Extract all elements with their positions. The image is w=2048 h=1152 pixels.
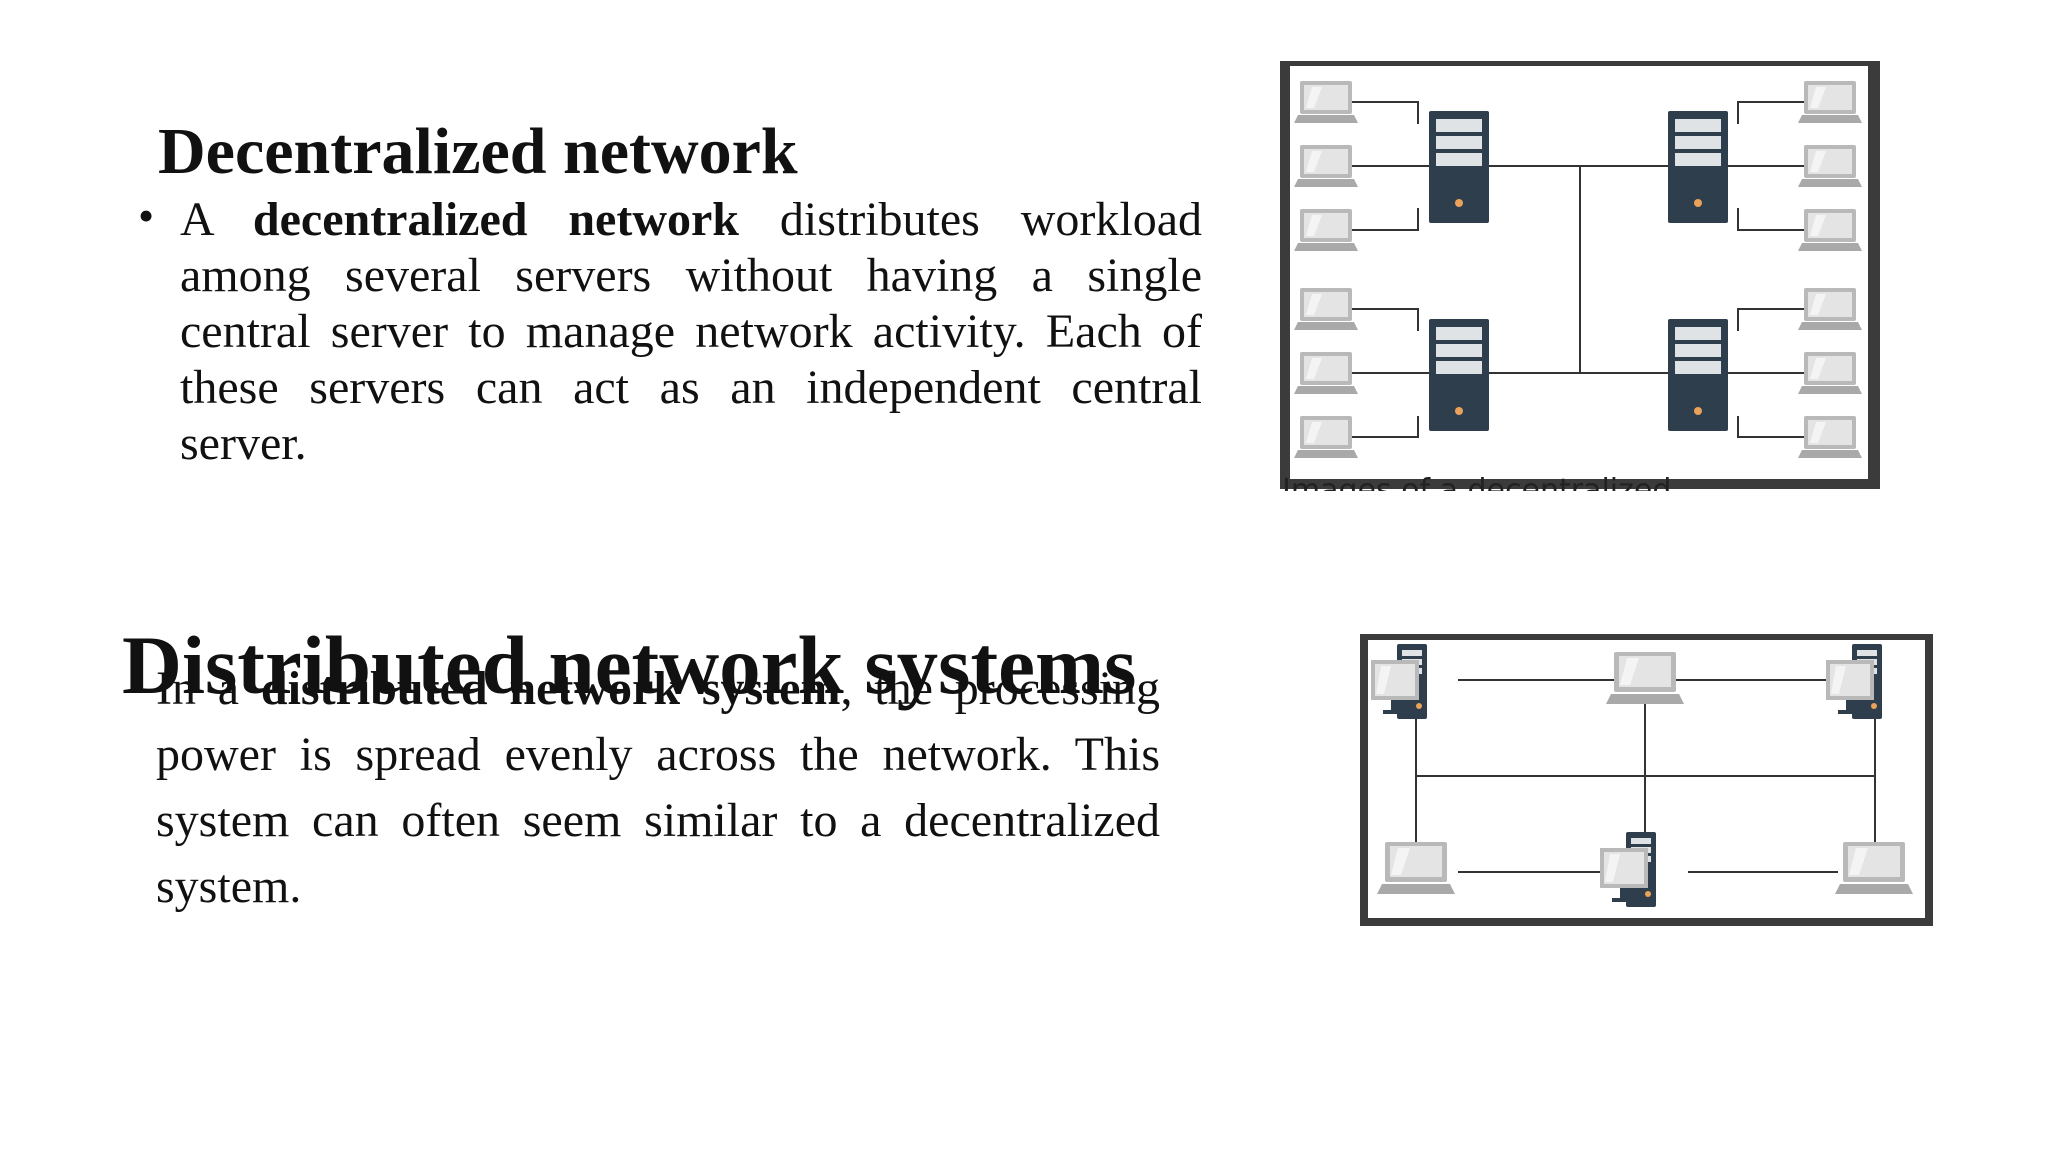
laptop-icon xyxy=(1294,352,1358,394)
decentralized-network-diagram xyxy=(1280,61,1880,489)
desktop-computer-icon xyxy=(1371,644,1427,719)
laptop-icon xyxy=(1294,416,1358,458)
paragraph-lead: A xyxy=(180,193,253,246)
laptop-icon xyxy=(1294,288,1358,330)
desktop-computer-icon xyxy=(1600,832,1656,907)
server-tower-icon xyxy=(1668,319,1728,431)
laptop-icon xyxy=(1606,652,1684,704)
desktop-computer-icon xyxy=(1826,644,1882,719)
term-distributed-network-system: distributed network system xyxy=(260,662,841,715)
laptop-icon xyxy=(1798,145,1862,187)
laptop-icon xyxy=(1377,842,1455,894)
server-tower-icon xyxy=(1429,111,1489,223)
distributed-description: In a distributed network system, the pro… xyxy=(156,656,1160,920)
paragraph-rest: distributes workload among several serve… xyxy=(180,193,1203,470)
server-tower-icon xyxy=(1429,319,1489,431)
distributed-network-diagram xyxy=(1360,634,1933,926)
server-tower-icon xyxy=(1668,111,1728,223)
decentralized-network-svg xyxy=(1294,81,1862,458)
laptop-icon xyxy=(1798,81,1862,123)
term-decentralized-network: decentralized network xyxy=(252,193,739,246)
section-title-decentralized: Decentralized network xyxy=(158,115,798,189)
paragraph-lead: In a xyxy=(156,662,261,715)
figure-caption-cutoff: Images of a decentralized network xyxy=(1282,474,1752,491)
section-title-distributed: Distributed network systems xyxy=(122,618,1137,711)
connection-lines xyxy=(1345,101,1811,438)
laptop-icon xyxy=(1798,416,1862,458)
paragraph-rest: , the processing power is spread evenly … xyxy=(156,662,1161,913)
bullet-marker: • xyxy=(138,190,155,241)
laptop-icon xyxy=(1798,209,1862,251)
laptop-icon xyxy=(1294,209,1358,251)
laptop-icon xyxy=(1294,145,1358,187)
laptop-icon xyxy=(1798,352,1862,394)
laptop-icon xyxy=(1294,81,1358,123)
laptop-icon xyxy=(1835,842,1913,894)
distributed-network-svg xyxy=(1371,644,1913,907)
decentralized-description: A decentralized network distributes work… xyxy=(180,192,1202,472)
laptop-icon xyxy=(1798,288,1862,330)
